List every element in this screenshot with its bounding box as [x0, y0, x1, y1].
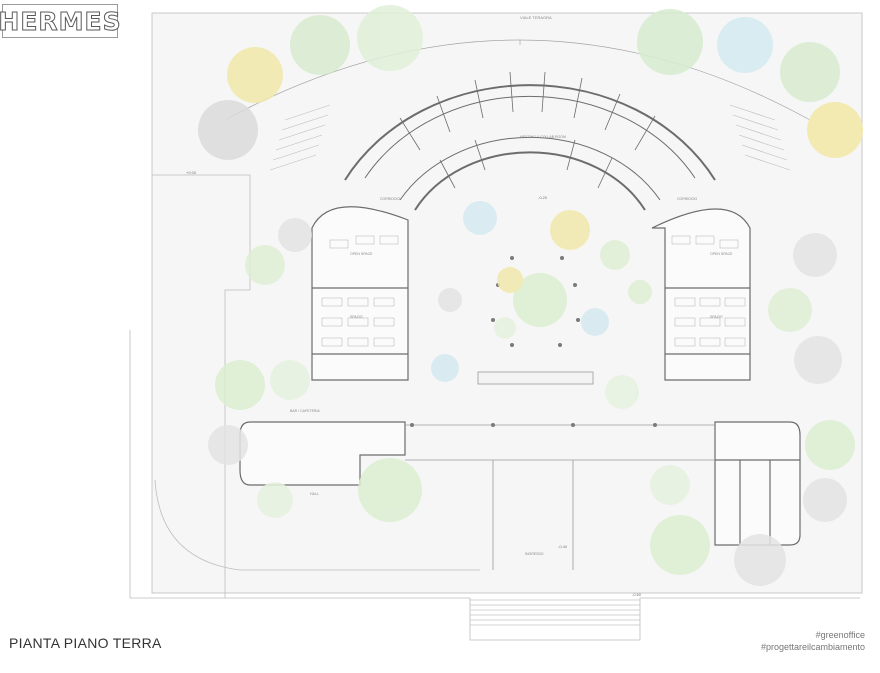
tree	[600, 240, 630, 270]
tree	[650, 515, 710, 575]
tree	[717, 17, 773, 73]
wing-right	[651, 208, 751, 381]
tree	[215, 360, 265, 410]
elev-marker-4: -0.60	[632, 592, 642, 597]
plan-title: PIANTA PIANO TERRA	[9, 635, 162, 651]
entrance-walkway	[405, 371, 715, 626]
services-block	[714, 421, 801, 546]
room-labels: CORRIDOIO CORRIDOIO MEETING & COLLAB ROO…	[290, 135, 733, 556]
wing-left	[311, 206, 409, 381]
room-label-office-left: OPEN SPACE	[350, 252, 373, 256]
tree	[734, 534, 786, 586]
tree	[650, 465, 690, 505]
tree	[494, 317, 516, 339]
brand-name: HERMES	[0, 6, 122, 36]
tree	[227, 47, 283, 103]
tree	[358, 458, 422, 522]
elev-marker-3: -0.40	[558, 544, 568, 549]
tree	[431, 354, 459, 382]
elev-marker-2: -0.20	[538, 195, 548, 200]
tree	[637, 9, 703, 75]
tree	[768, 288, 812, 332]
tree	[245, 245, 285, 285]
tree	[438, 288, 462, 312]
tree	[278, 218, 312, 252]
courtyard-columns	[410, 256, 657, 427]
courtyard-outline	[224, 39, 811, 121]
hashtag: #greenoffice	[815, 630, 865, 640]
tree	[550, 210, 590, 250]
side-stairs	[269, 104, 791, 171]
tree	[628, 280, 652, 304]
trees	[198, 5, 863, 586]
hashtag: #progettareilcambiamento	[760, 642, 865, 652]
elevation-markers: +0.00 -0.20 -0.40 -0.60	[186, 170, 642, 597]
tree	[605, 375, 639, 409]
curved-building	[344, 71, 716, 211]
tree	[208, 425, 248, 465]
tree	[257, 482, 293, 518]
room-label-corridor-right: CORRIDOIO	[677, 197, 698, 201]
hashtags: #greenoffice #progettareilcambiamento	[761, 629, 865, 653]
room-label-entrance: INGRESSO	[525, 552, 544, 556]
tree	[270, 360, 310, 400]
room-label-space-right: SPAZIO	[710, 315, 723, 319]
elev-marker-1: +0.00	[186, 170, 197, 175]
tree	[793, 233, 837, 277]
tree	[780, 42, 840, 102]
tree	[581, 308, 609, 336]
tree	[497, 267, 523, 293]
tree	[357, 5, 423, 71]
street-label: VIALE TERAGRA	[520, 15, 552, 20]
room-label-meeting: MEETING & COLLAB ROOM	[520, 135, 566, 139]
room-label-office-right: OPEN SPACE	[710, 252, 733, 256]
cafe-block	[239, 421, 406, 486]
desk-grid	[321, 235, 746, 347]
tree	[463, 201, 497, 235]
tree	[513, 273, 567, 327]
tree	[807, 102, 863, 158]
room-label-cafe: BAR / CAFETERIA	[290, 409, 320, 413]
tree	[803, 478, 847, 522]
room-label-corridor-left: CORRIDOIO	[380, 197, 401, 201]
tree	[794, 336, 842, 384]
tree	[805, 420, 855, 470]
room-label-space-left: SPAZIO	[350, 315, 363, 319]
tree	[198, 100, 258, 160]
room-label-hall: HALL	[310, 492, 319, 496]
tree	[290, 15, 350, 75]
brand-logo: HERMES	[0, 4, 121, 38]
